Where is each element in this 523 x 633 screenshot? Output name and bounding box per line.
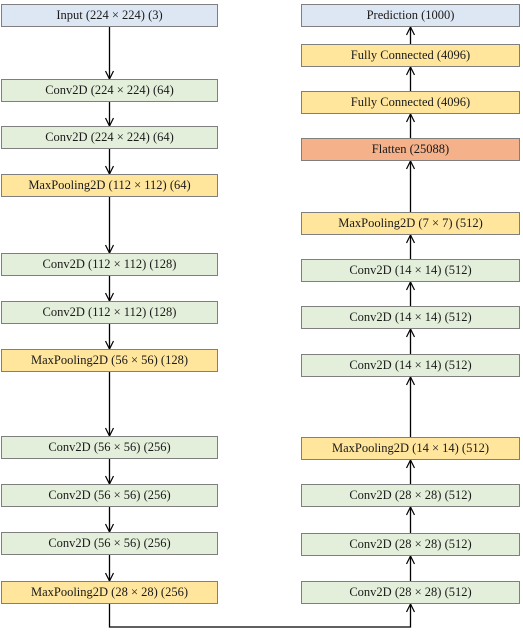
layer-label: MaxPooling2D (14 × 14) (512) [331,441,490,455]
layer-conv10: Conv2D (28 × 28) (512) [301,484,520,507]
layer-pool5: MaxPooling2D (7 × 7) (512) [301,212,520,235]
layer-conv3: Conv2D (112 × 112) (128) [1,253,218,276]
layer-label: Conv2D (112 × 112) (128) [42,257,177,271]
layer-label: Conv2D (28 × 28) (512) [349,537,472,551]
layer-conv5: Conv2D (56 × 56) (256) [1,436,218,459]
layer-label: Conv2D (14 × 14) (512) [349,310,472,324]
layer-label: Conv2D (224 × 224) (64) [45,83,174,97]
layer-pool3: MaxPooling2D (28 × 28) (256) [1,581,218,604]
layer-label: Conv2D (56 × 56) (256) [48,536,171,550]
layer-conv8: Conv2D (28 × 28) (512) [301,581,520,604]
layer-label: Prediction (1000) [366,8,455,22]
layer-label: Fully Connected (4096) [350,95,471,109]
layer-flat: Flatten (25088) [301,138,520,161]
layer-conv7: Conv2D (56 × 56) (256) [1,532,218,555]
layer-label: Conv2D (28 × 28) (512) [349,585,472,599]
edge-pool3-to-conv8 [108,604,411,628]
layer-conv11: Conv2D (14 × 14) (512) [301,354,520,377]
layer-fc1: Fully Connected (4096) [301,91,520,114]
layer-conv4: Conv2D (112 × 112) (128) [1,301,218,324]
layer-pool1: MaxPooling2D (112 × 112) (64) [1,174,218,197]
layer-pool4: MaxPooling2D (14 × 14) (512) [301,437,520,460]
layer-label: Conv2D (56 × 56) (256) [48,488,171,502]
layer-label: Conv2D (224 × 224) (64) [45,130,174,144]
layer-input: Input (224 × 224) (3) [1,4,218,27]
layer-conv9: Conv2D (28 × 28) (512) [301,533,520,556]
layer-label: Conv2D (28 × 28) (512) [349,488,472,502]
layer-label: MaxPooling2D (28 × 28) (256) [30,585,189,599]
layer-label: Flatten (25088) [371,142,450,156]
layer-pred: Prediction (1000) [301,4,520,27]
layer-label: Conv2D (56 × 56) (256) [48,440,171,454]
layer-label: Conv2D (14 × 14) (512) [349,358,472,372]
layer-label: Conv2D (112 × 112) (128) [42,305,177,319]
layer-label: MaxPooling2D (56 × 56) (128) [30,353,189,367]
layer-label: Conv2D (14 × 14) (512) [349,263,472,277]
layer-conv12: Conv2D (14 × 14) (512) [301,306,520,329]
layer-conv13: Conv2D (14 × 14) (512) [301,259,520,282]
layer-fc2: Fully Connected (4096) [301,44,520,67]
layer-conv6: Conv2D (56 × 56) (256) [1,484,218,507]
layer-conv1: Conv2D (224 × 224) (64) [1,79,218,102]
layer-label: Fully Connected (4096) [350,48,471,62]
layer-label: MaxPooling2D (112 × 112) (64) [28,178,191,192]
layer-pool2: MaxPooling2D (56 × 56) (128) [1,349,218,372]
layer-conv2: Conv2D (224 × 224) (64) [1,126,218,149]
layer-label: MaxPooling2D (7 × 7) (512) [338,216,483,230]
layer-label: Input (224 × 224) (3) [56,8,163,22]
